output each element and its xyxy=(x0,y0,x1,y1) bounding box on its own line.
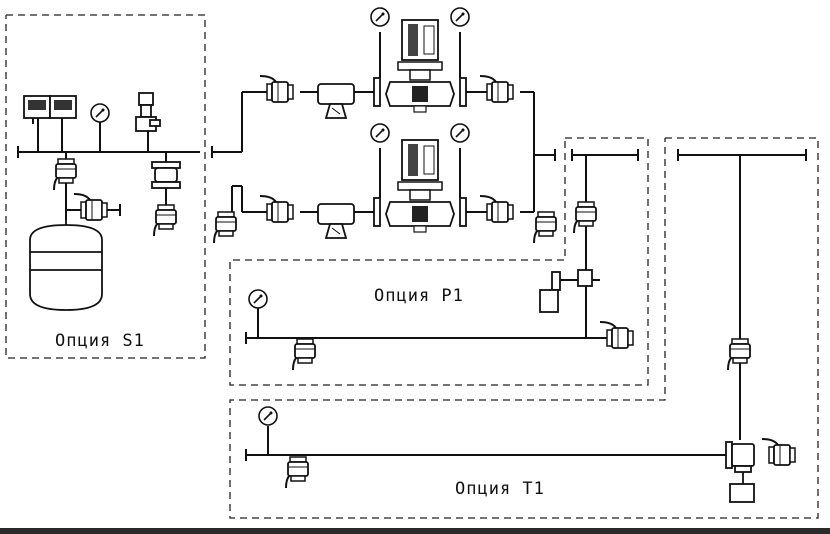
option-p1-box xyxy=(229,137,649,386)
t1-drain-valve-icon xyxy=(285,456,309,489)
option-t1-box xyxy=(229,137,819,519)
main-pipework xyxy=(211,32,556,213)
p1-gauge-icon xyxy=(248,289,268,309)
lower-gauge-right-icon xyxy=(450,123,470,143)
pressure-switch-1 xyxy=(23,95,51,124)
bottom-bar xyxy=(0,528,830,534)
safety-valve-icon xyxy=(135,92,161,132)
pressure-switch-2 xyxy=(49,95,77,124)
lower-flange-right xyxy=(459,197,467,227)
right-drain-valve-icon xyxy=(533,211,557,244)
option-p1-label: Опция P1 xyxy=(374,286,464,306)
p1-outlet-valve-icon xyxy=(599,321,634,349)
expansion-tank-icon xyxy=(29,220,103,311)
flex-connector-icon xyxy=(151,161,181,189)
upper-flange-left xyxy=(373,77,381,107)
t1-outlet-valve-icon xyxy=(761,438,796,466)
s1-gauge-icon xyxy=(90,103,110,123)
upper-gauge-left-icon xyxy=(370,7,390,27)
s1-flex-valve-icon xyxy=(153,204,177,237)
p1-pipework xyxy=(245,149,639,344)
lower-pump-icon xyxy=(385,139,455,233)
s1-drain-valve-icon xyxy=(73,193,108,221)
lower-gauge-left-icon xyxy=(370,123,390,143)
lower-flange-left xyxy=(373,197,381,227)
t1-gauge-icon xyxy=(258,406,278,426)
upper-inlet-valve-icon xyxy=(259,75,294,103)
left-drain-valve-icon xyxy=(213,211,237,244)
upper-gauge-right-icon xyxy=(450,7,470,27)
upper-flange-right xyxy=(459,77,467,107)
upper-outlet-valve-icon xyxy=(479,75,514,103)
three-way-valve-icon xyxy=(725,441,755,503)
option-s1-label: Опция S1 xyxy=(55,331,145,351)
lower-outlet-valve-icon xyxy=(479,195,514,223)
option-s1-box xyxy=(5,14,206,359)
t1-pipework xyxy=(245,149,807,461)
lower-inlet-valve-icon xyxy=(259,195,294,223)
upper-filter-icon xyxy=(317,83,355,119)
upper-pump-icon xyxy=(385,19,455,113)
option-t1-label: Опция T1 xyxy=(455,479,545,499)
p1-sensor-icon xyxy=(539,269,593,313)
lower-filter-icon xyxy=(317,203,355,239)
p1-drain-valve-icon xyxy=(292,338,316,371)
